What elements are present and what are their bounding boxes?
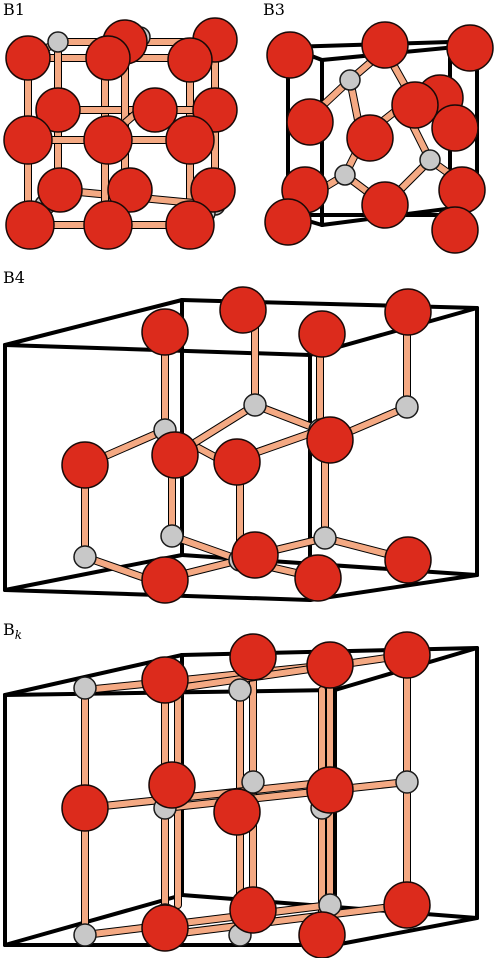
bond-fill <box>82 779 333 811</box>
bond-fill <box>82 902 333 938</box>
large-atom <box>141 556 189 604</box>
label-bk: Bk <box>3 620 22 642</box>
large-atom <box>151 431 199 479</box>
large-atom <box>148 761 196 809</box>
bond-fill <box>169 533 243 563</box>
small-atom <box>243 393 267 417</box>
large-atom <box>141 656 189 704</box>
small-atom <box>313 526 337 550</box>
cell-edge <box>3 893 184 947</box>
large-atom <box>383 631 431 679</box>
large-atom <box>438 166 486 214</box>
large-atom <box>3 115 53 165</box>
large-atom <box>306 766 354 814</box>
large-atom <box>294 554 342 602</box>
large-atom <box>431 206 479 254</box>
small-atom <box>47 31 69 53</box>
large-atom <box>229 633 277 681</box>
large-atom <box>231 531 279 579</box>
structure-b1 <box>3 17 238 250</box>
bond <box>161 651 411 694</box>
large-atom <box>361 21 409 69</box>
large-atom <box>286 98 334 146</box>
cell-edge <box>333 916 479 947</box>
small-atom <box>73 676 97 700</box>
cell-edge <box>308 573 479 602</box>
large-atom <box>346 114 394 162</box>
large-atom <box>264 198 312 246</box>
small-atom <box>395 395 419 419</box>
large-atom <box>83 200 133 250</box>
bond <box>168 532 244 564</box>
large-atom <box>85 35 131 81</box>
large-atom <box>298 911 346 958</box>
large-atom <box>132 87 178 133</box>
small-atom <box>419 149 441 171</box>
label-b4: B4 <box>3 268 25 287</box>
large-atom <box>141 308 189 356</box>
large-atom <box>107 167 153 213</box>
large-atom <box>35 87 81 133</box>
large-atom <box>298 310 346 358</box>
large-atom <box>391 81 439 129</box>
small-atom <box>228 678 252 702</box>
small-atom <box>73 545 97 569</box>
small-atom <box>334 164 356 186</box>
small-atom <box>241 770 265 794</box>
large-atom <box>165 115 215 165</box>
large-atom <box>384 288 432 336</box>
large-atom <box>61 441 109 489</box>
bond <box>161 901 411 939</box>
bond <box>81 901 334 939</box>
large-atom <box>306 416 354 464</box>
large-atom <box>213 438 261 486</box>
large-atom <box>141 904 189 952</box>
large-atom <box>5 35 51 81</box>
large-atom <box>361 181 409 229</box>
small-atom <box>160 524 184 548</box>
large-atom <box>446 24 494 72</box>
large-atom <box>229 886 277 934</box>
label-bk-main: B <box>3 620 15 639</box>
bond-fill <box>162 779 410 811</box>
large-atom <box>306 641 354 689</box>
structure-b3 <box>264 21 494 254</box>
large-atom <box>83 115 133 165</box>
large-atom <box>384 536 432 584</box>
large-atom <box>383 881 431 929</box>
small-atom <box>395 770 419 794</box>
large-atom <box>5 200 55 250</box>
label-b3: B3 <box>263 0 285 19</box>
structure-b4 <box>3 286 479 604</box>
large-atom <box>167 37 213 83</box>
large-atom <box>213 788 261 836</box>
large-atom <box>219 286 267 334</box>
small-atom <box>339 69 361 91</box>
label-b1: B1 <box>3 0 25 19</box>
large-atom <box>190 167 236 213</box>
structure-bk <box>3 631 479 958</box>
large-atom <box>165 200 215 250</box>
large-atom <box>61 784 109 832</box>
bond-fill <box>162 902 410 938</box>
large-atom <box>266 31 314 79</box>
bond-fill <box>162 652 410 693</box>
large-atom <box>431 104 479 152</box>
small-atom <box>73 923 97 947</box>
bond <box>81 778 334 812</box>
cell-edge <box>3 298 184 347</box>
large-atom <box>37 167 83 213</box>
label-bk-sub: k <box>14 628 23 643</box>
bond <box>161 778 411 812</box>
